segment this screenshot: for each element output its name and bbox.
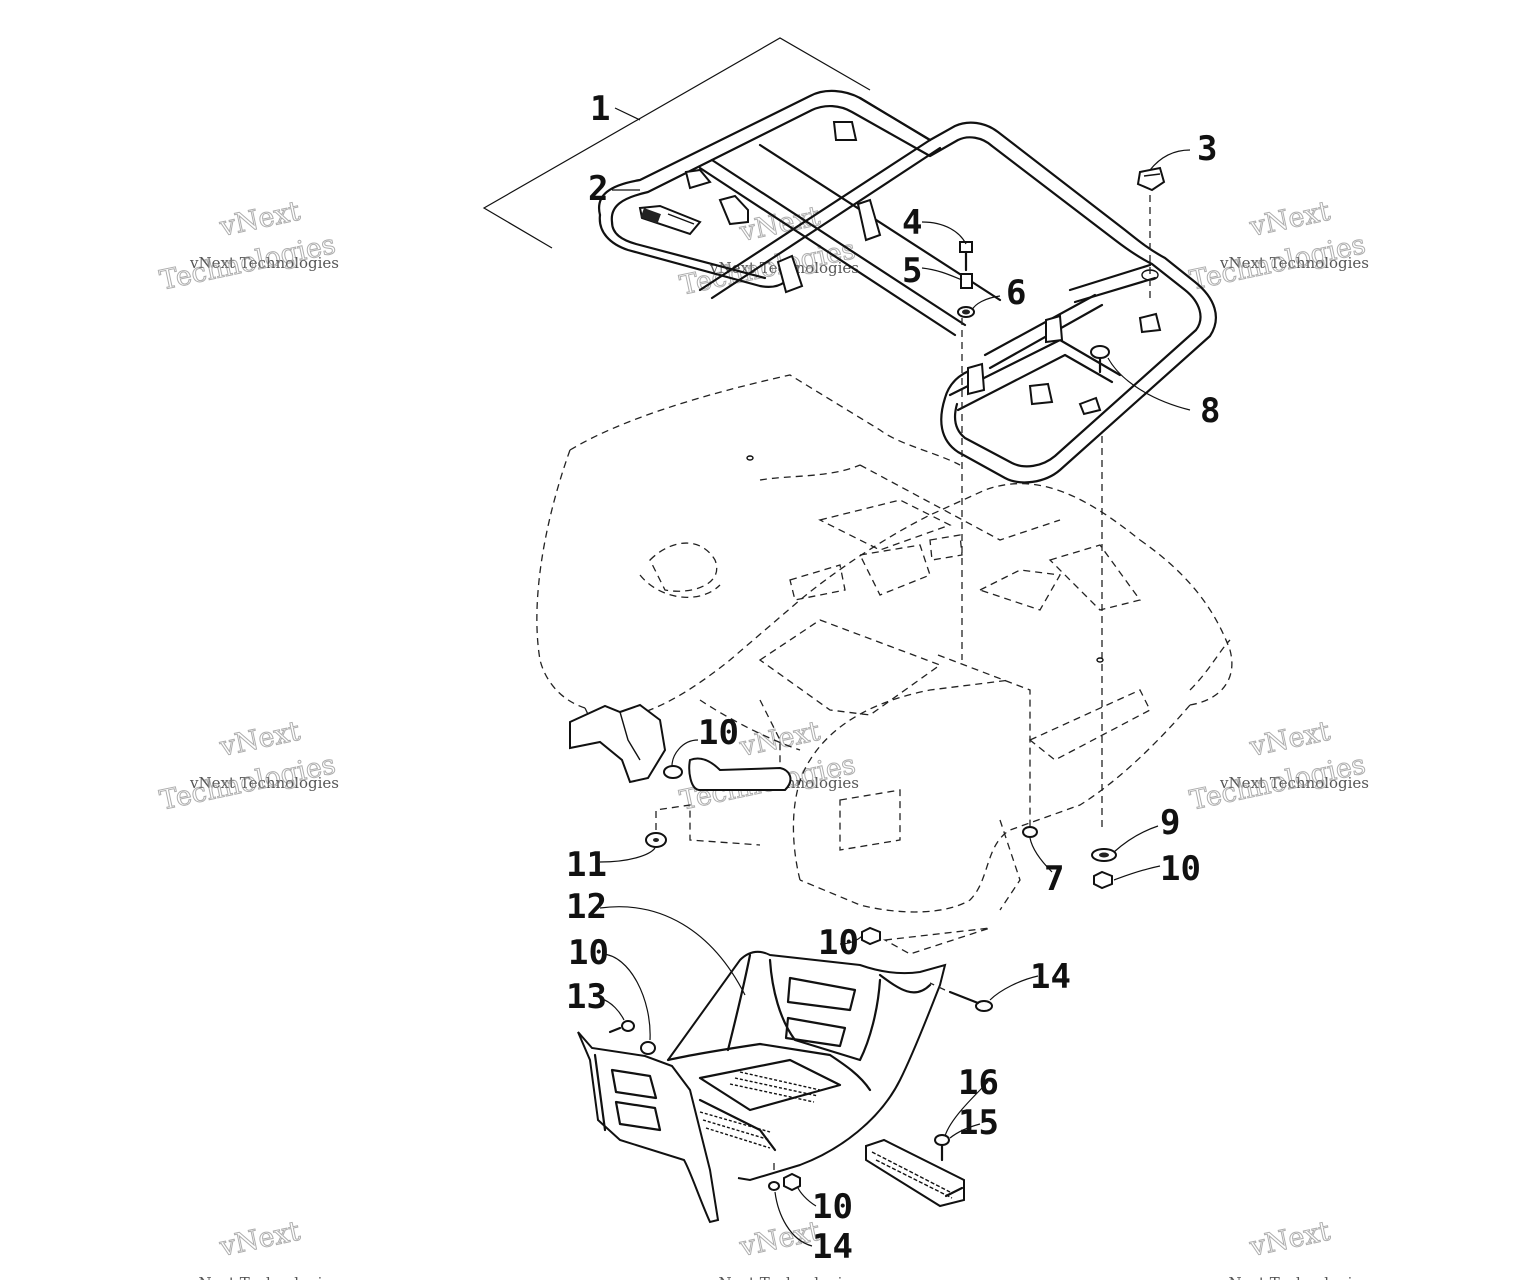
watermark-right-top: vNext vNext Technologies Technologies bbox=[1187, 195, 1369, 297]
watermark-left-mid: vNext vNext Technologies Technologies bbox=[157, 715, 339, 817]
callout-14-right: 14 bbox=[1030, 957, 1071, 997]
watermark-text: Technologies bbox=[1187, 229, 1368, 296]
callout-10-footwell-left: 10 bbox=[568, 933, 609, 973]
nut-fender-left bbox=[663, 765, 683, 779]
assembly-bracket bbox=[482, 37, 871, 249]
nut-footwell-left bbox=[640, 1041, 656, 1055]
watermark-text: vNext Technologies bbox=[1219, 254, 1369, 272]
watermark-text: vNext bbox=[216, 716, 303, 763]
callout-2: 2 bbox=[588, 169, 608, 209]
callout-3: 3 bbox=[1197, 129, 1217, 169]
watermark-text: vNext bbox=[1246, 196, 1333, 243]
callout-12: 12 bbox=[566, 887, 607, 927]
callout-7: 7 bbox=[1044, 859, 1064, 899]
nut-footwell-top bbox=[861, 926, 881, 946]
watermark-left-bottom: vNext vNext Technologies bbox=[189, 1215, 339, 1280]
washer-right bbox=[1091, 848, 1117, 862]
callout-4: 4 bbox=[902, 203, 922, 243]
callout-10-footwell-top: 10 bbox=[818, 923, 859, 963]
callout-1: 1 bbox=[590, 89, 610, 129]
callout-9: 9 bbox=[1160, 803, 1180, 843]
callout-11: 11 bbox=[566, 845, 607, 885]
rear-fender-dashed bbox=[536, 374, 1233, 913]
screw-footwell-right bbox=[948, 990, 993, 1012]
callout-10-footwell-bottom: 10 bbox=[812, 1187, 853, 1227]
decal bbox=[638, 204, 702, 236]
watermark-text: Technologies bbox=[157, 229, 338, 296]
spacer bbox=[960, 273, 973, 289]
watermark-right-bottom: vNext vNext Technologies bbox=[1219, 1215, 1369, 1280]
callout-5: 5 bbox=[902, 251, 922, 291]
mud-flap-left bbox=[569, 703, 792, 791]
callout-15: 15 bbox=[958, 1103, 999, 1143]
watermark-text: vNext Technologies bbox=[189, 254, 339, 272]
tread-texture bbox=[699, 1071, 821, 1149]
callout-10-right: 10 bbox=[1160, 849, 1201, 889]
callout-8: 8 bbox=[1200, 391, 1220, 431]
watermark-text: vNext bbox=[1246, 1216, 1333, 1263]
callout-16: 16 bbox=[958, 1063, 999, 1103]
callout-14-bottom: 14 bbox=[812, 1227, 853, 1267]
watermark-text: Technologies bbox=[677, 234, 858, 301]
nut-footwell-bottom bbox=[783, 1172, 801, 1192]
grommet-lower bbox=[1022, 826, 1038, 838]
watermark-text: Technologies bbox=[1187, 749, 1368, 816]
footwell bbox=[577, 927, 991, 1224]
watermark-text: vNext Technologies bbox=[189, 774, 339, 792]
watermark-text: vNext Technologies bbox=[709, 1274, 859, 1280]
cap-screw bbox=[959, 241, 973, 272]
callout-13: 13 bbox=[566, 977, 607, 1017]
watermark-text: vNext Technologies bbox=[1219, 774, 1369, 792]
washer bbox=[645, 832, 667, 848]
rear-rack bbox=[597, 89, 1217, 484]
watermark-left-top: vNext vNext Technologies Technologies bbox=[157, 195, 339, 297]
watermark-text: Technologies bbox=[157, 749, 338, 816]
screw-step bbox=[934, 1134, 950, 1162]
watermark-text: vNext bbox=[216, 1216, 303, 1263]
screw-footwell-bottom bbox=[768, 1160, 780, 1191]
rivet-footwell bbox=[608, 1020, 635, 1034]
watermark-text: vNext Technologies bbox=[1219, 1274, 1369, 1280]
watermark-text: vNext bbox=[1246, 716, 1333, 763]
assembly-line bbox=[937, 654, 1031, 830]
callouts: 1 2 3 4 5 6 7 8 9 10 10 10 10 10 11 12 1… bbox=[566, 89, 1220, 1267]
watermark-text: vNext bbox=[216, 196, 303, 243]
assembly-line bbox=[655, 804, 761, 846]
bolt bbox=[1090, 345, 1110, 374]
leader-lines bbox=[599, 149, 1191, 1247]
grommet bbox=[957, 306, 975, 318]
nut-right bbox=[1093, 870, 1113, 890]
push-rivet bbox=[1136, 166, 1166, 192]
watermark-text: vNext Technologies bbox=[189, 1274, 339, 1280]
step-bracket bbox=[865, 1138, 965, 1208]
assembly-line bbox=[929, 982, 946, 991]
watermark-text: vNext bbox=[736, 1216, 823, 1263]
watermark-right-mid: vNext vNext Technologies Technologies bbox=[1187, 715, 1369, 817]
callout-10-fender: 10 bbox=[698, 713, 739, 753]
callout-6: 6 bbox=[1006, 273, 1026, 313]
